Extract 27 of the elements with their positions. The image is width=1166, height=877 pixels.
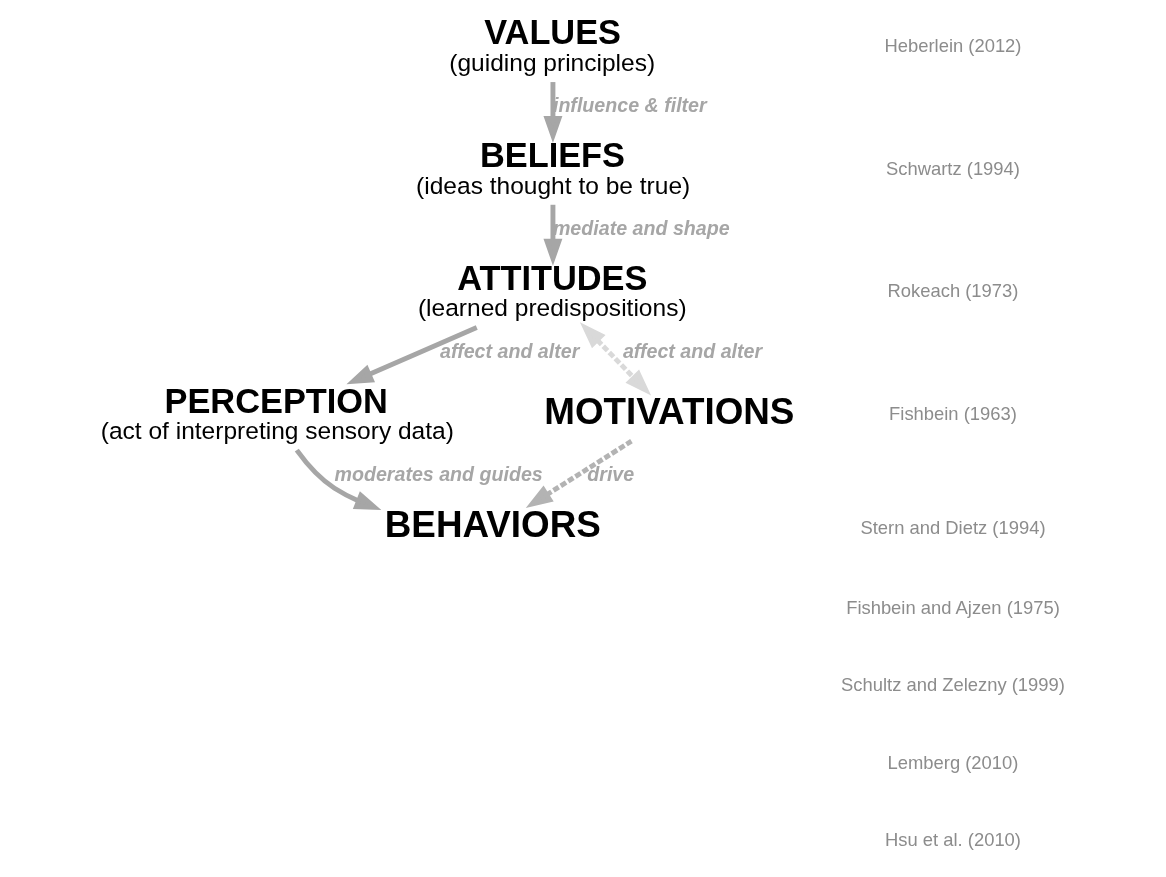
label: Heberlein (2012) [884,34,1022,56]
node-text: MOTIVATIONS [544,390,795,432]
node-text: BELIEFS (ideas thought to be true) [416,136,691,199]
arrow [294,448,382,511]
label: Fishbein (1963) [889,403,1017,425]
arrow [543,82,563,144]
edge-label: affect and alter [622,339,763,362]
arrow [579,322,652,396]
arrow [525,439,633,508]
node-text: BEHAVIORS [384,504,601,546]
label: Rokeach (1973) [887,280,1019,302]
label: Stern and Dietz (1994) [860,516,1046,538]
node-text: ATTITUDES (learned predispositions) [417,258,687,322]
edge-label: affect and alter [440,339,580,362]
node-text: VALUES (guiding principles) [449,13,656,76]
edge-label: moderates and guides [334,462,543,485]
label: Schultz and Zelezny (1999) [841,674,1065,696]
edge-label: mediate and shape [552,217,730,240]
node-text: PERCEPTION (act of interpreting sensory data) [100,381,454,445]
label: Schwartz (1994) [886,157,1020,179]
label: Fishbein and Ajzen (1975) [846,596,1060,618]
arrow [346,325,478,385]
label: Hsu et al. (2010) [885,828,1021,850]
edge-label: influence & filter [552,94,707,117]
arrow [543,204,563,266]
label: Lemberg (2010) [887,751,1019,773]
edge-label: drive [587,462,635,485]
